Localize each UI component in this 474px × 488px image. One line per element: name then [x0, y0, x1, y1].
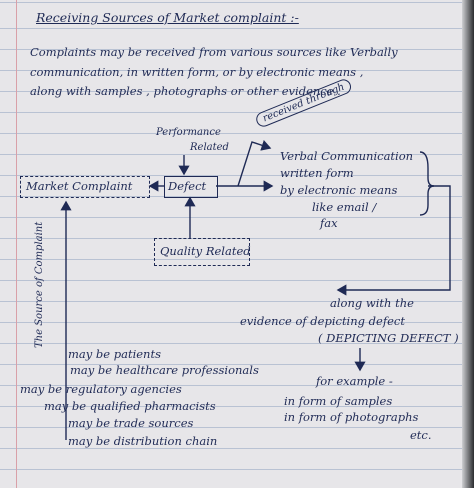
intro-line-2: communication, in written form, or by el…: [30, 65, 364, 79]
example-samples: in form of samples: [284, 394, 393, 408]
channel-5: fax: [320, 216, 338, 230]
arrow-to-evidence: [336, 185, 451, 296]
related-label: Related: [190, 142, 229, 153]
channel-1: Verbal Communication: [280, 149, 414, 163]
evidence-line-3: ( DEPICTING DEFECT ): [318, 331, 459, 345]
source-distribution-chain: may be distribution chain: [68, 434, 218, 448]
channel-2: written form: [280, 166, 354, 180]
source-healthcare-professionals: may be healthcare professionals: [70, 363, 259, 377]
source-qualified-pharmacists: may be qualified pharmacists: [44, 399, 216, 413]
margin-line: [16, 0, 17, 488]
intro-line-3: along with samples , photographs or othe…: [30, 84, 341, 98]
defect-label: Defect: [168, 179, 207, 193]
channel-3: by electronic means: [280, 183, 398, 197]
market-complaint-label: Market Complaint: [26, 179, 133, 193]
example-photographs: in form of photographs: [284, 410, 419, 424]
intro-line-1: Complaints may be received from various …: [30, 45, 398, 59]
page-title: Receiving Sources of Market complaint :-: [36, 10, 299, 25]
channel-4: like email /: [312, 200, 377, 214]
example-etc: etc.: [410, 428, 432, 442]
page-edge: [462, 0, 474, 488]
channels-brace: [419, 151, 435, 216]
arrow-received-through: [237, 140, 272, 187]
example-label: for example -: [316, 374, 393, 388]
evidence-line-1: along with the: [330, 296, 414, 310]
source-patients: may be patients: [68, 347, 161, 361]
source-trade-sources: may be trade sources: [68, 416, 194, 430]
evidence-line-2: evidence of depicting defect: [240, 314, 405, 328]
performance-label: Performance: [156, 127, 221, 138]
quality-related-label: Quality Related: [160, 244, 251, 258]
quality-related-box: [154, 238, 250, 266]
source-regulatory-agencies: may be regulatory agencies: [20, 382, 182, 396]
